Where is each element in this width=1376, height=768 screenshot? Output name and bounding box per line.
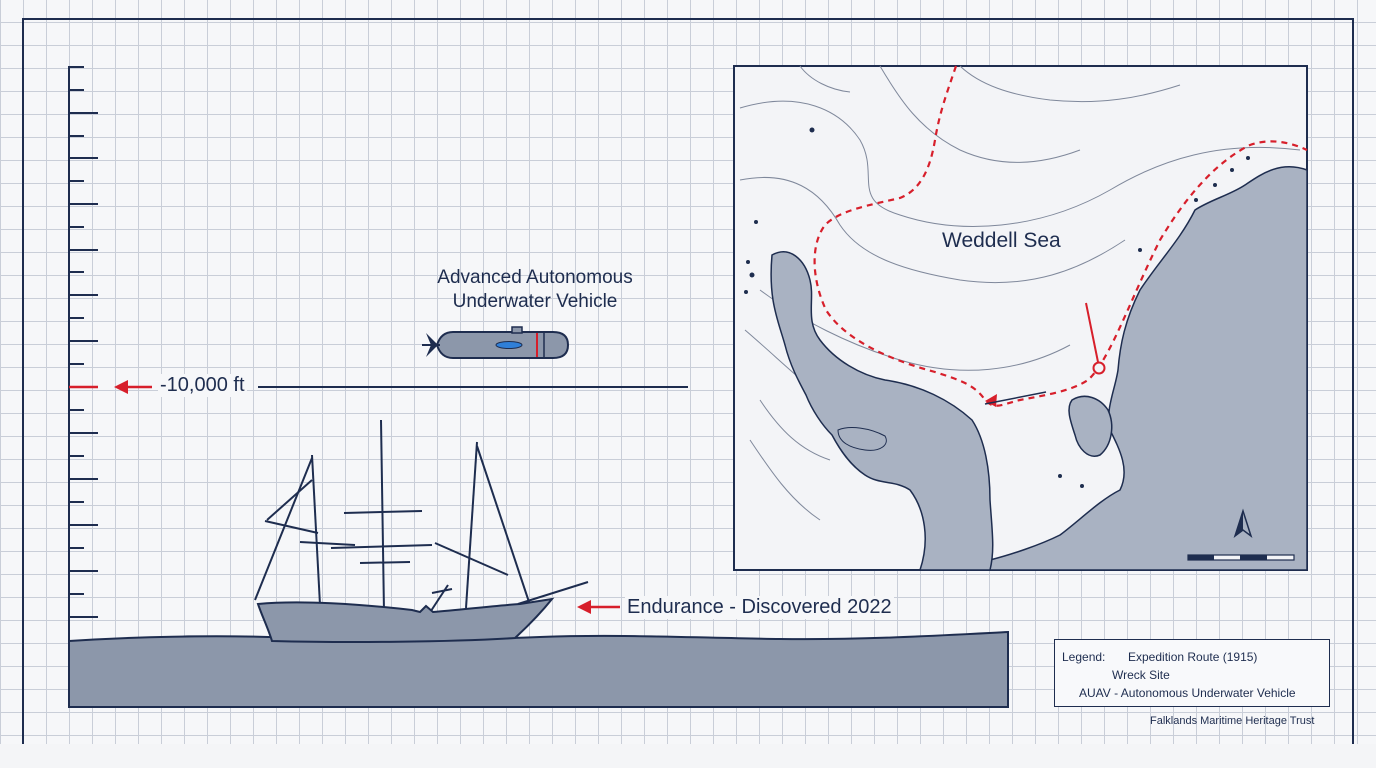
scale-bar (1187, 554, 1295, 561)
legend-prefix: Legend: (1062, 650, 1106, 664)
seabed (68, 630, 1009, 708)
page-bottom-margin (0, 744, 1376, 768)
wreck-label: Endurance - Discovered 2022 (625, 596, 894, 619)
auv-title: Advanced Autonomous Underwater Vehicle (410, 266, 660, 314)
auv-vehicle-icon (422, 326, 570, 359)
legend-route-label: Expedition Route (1915) (1128, 650, 1258, 664)
wreck-arrow-icon (577, 600, 620, 614)
north-arrow-icon (1233, 508, 1253, 539)
credit-text: Falklands Maritime Heritage Trust (1150, 715, 1315, 727)
map-panel (733, 65, 1308, 571)
auv-title-line2: Underwater Vehicle (452, 291, 618, 312)
legend-box: Legend: Expedition Route (1915) Wreck Si… (1054, 639, 1330, 707)
auv-title-line1: Advanced Autonomous (437, 267, 633, 288)
depth-label: -10,000 ft (158, 374, 247, 397)
endurance-hull (256, 597, 555, 643)
legend-wreck-site-label: Wreck Site (1112, 668, 1170, 682)
wreck-site-marker (1092, 361, 1106, 375)
sea-label: Weddell Sea (942, 229, 1061, 252)
endurance-ship-icon (254, 419, 589, 621)
legend-auav-label: AUAV - Autonomous Underwater Vehicle (1079, 686, 1296, 700)
depth-ruler (68, 66, 98, 640)
blueprint-frame (22, 18, 1354, 744)
depth-arrow-icon (114, 380, 152, 394)
